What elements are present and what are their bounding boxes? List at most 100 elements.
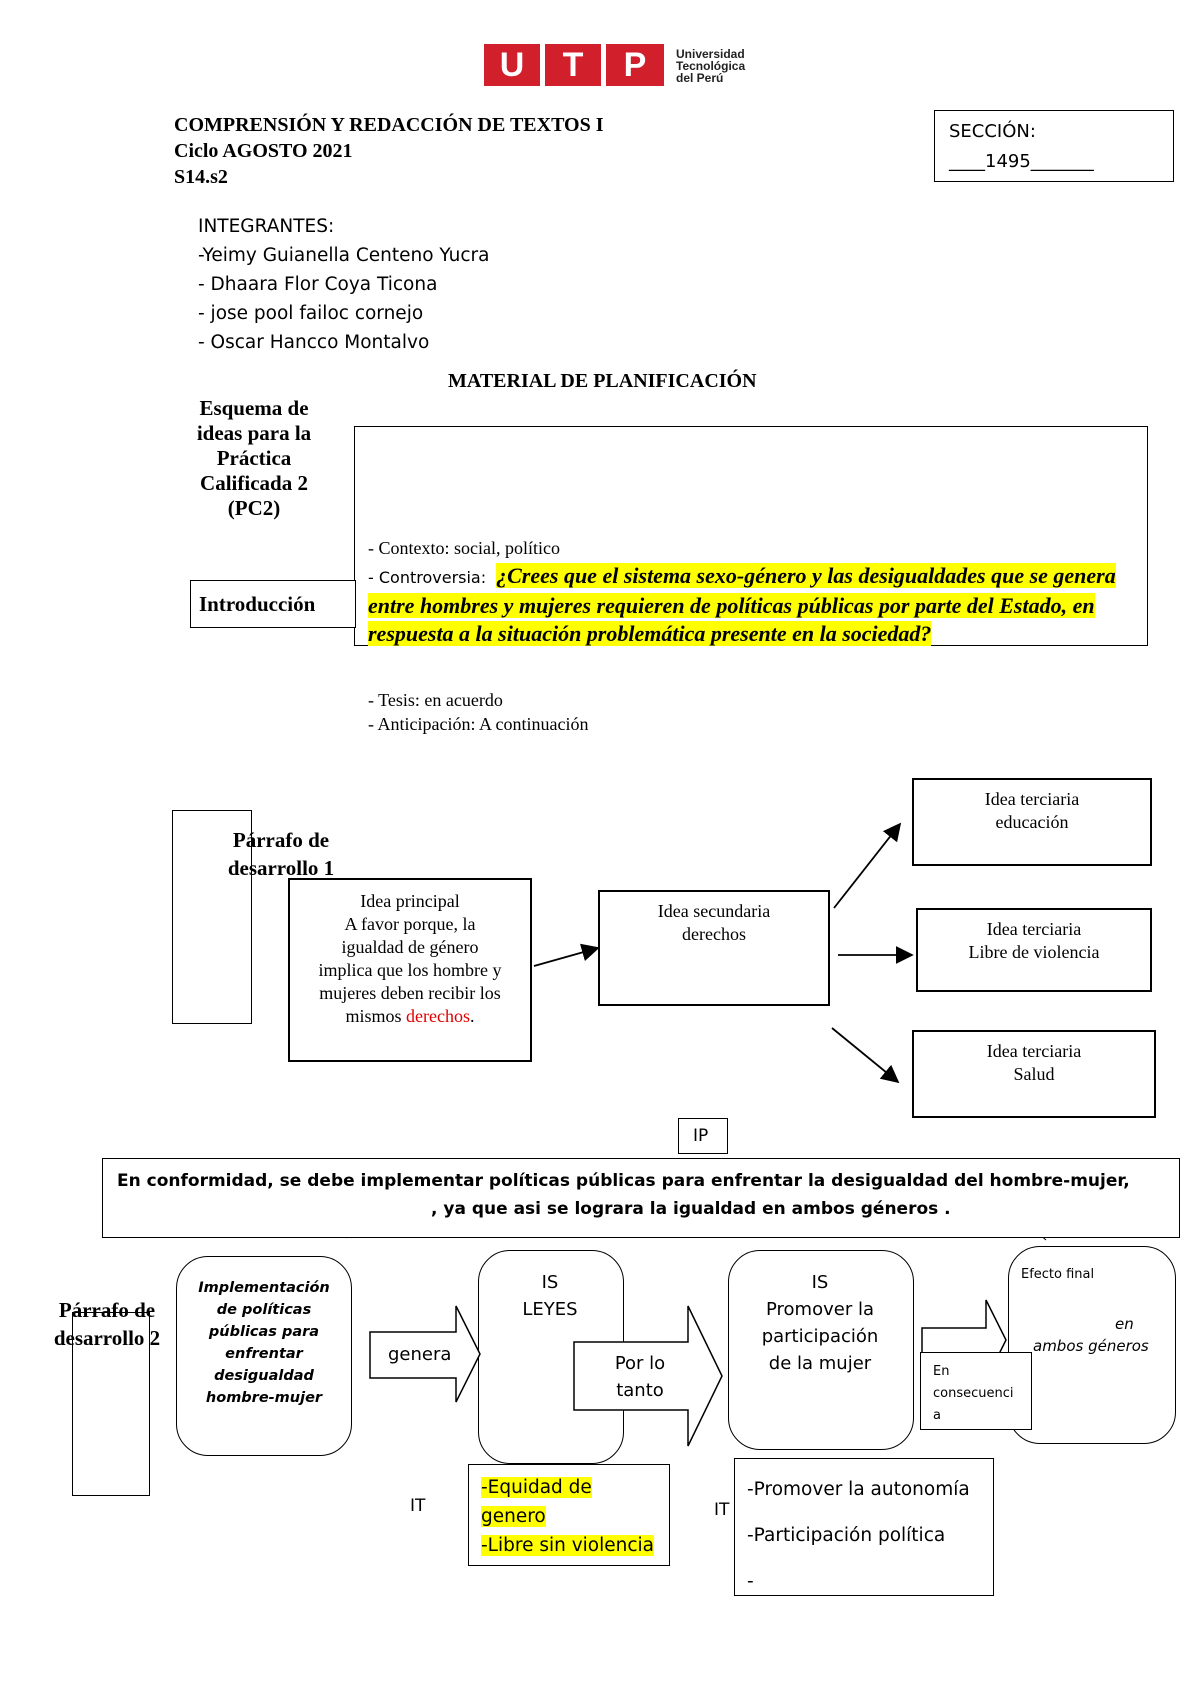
course-session: S14.s2: [174, 166, 228, 188]
is-laws-line: LEYES: [522, 1299, 578, 1320]
logo-line-1: Universidad: [676, 47, 745, 61]
is-promote-line: participación: [761, 1326, 879, 1347]
course-title: COMPRENSIÓN Y REDACCIÓN DE TEXTOS I: [174, 114, 604, 136]
intro-anticipation: - Anticipación: A continuación: [368, 714, 589, 734]
consequence-text: En consecuenci a: [933, 1361, 1014, 1427]
it-list-1: -Equidad de genero -Libre sin violencia: [481, 1473, 655, 1560]
schema-line: Calificada 2: [200, 471, 308, 495]
course-header: COMPRENSIÓN Y REDACCIÓN DE TEXTOS I Cicl…: [174, 112, 604, 190]
it-item-text: genero: [481, 1506, 546, 1527]
it-item: -Participación política: [747, 1525, 946, 1546]
schema-line: Esquema de: [199, 396, 309, 420]
logo-line-2: Tecnológica: [676, 59, 746, 73]
is-laws-text: IS LEYES: [479, 1269, 621, 1323]
schema-line: ideas para la: [196, 421, 312, 445]
tertiary-idea-value: Salud: [1013, 1064, 1055, 1084]
ip-label: IP: [693, 1126, 709, 1146]
arrow-to-tertiary-3: [831, 1027, 900, 1084]
implementation-line: desigualdad: [214, 1368, 314, 1384]
p1-label-line: Párrafo de: [232, 828, 330, 852]
p1-label-line: desarrollo 1: [227, 856, 335, 880]
tertiary-idea-box: Idea terciaria Salud: [912, 1030, 1156, 1118]
consequence-box: En consecuenci a: [920, 1352, 1032, 1430]
implementation-line: públicas para: [208, 1324, 320, 1340]
intro-thesis: - Tesis: en acuerdo: [368, 690, 503, 710]
main-idea-title: Idea principal: [360, 891, 460, 911]
tertiary-idea-title: Idea terciaria: [986, 919, 1082, 939]
intro-context: - Contexto: social, político: [368, 538, 560, 558]
members: INTEGRANTES: -Yeimy Guianella Centeno Yu…: [198, 212, 489, 357]
p2-main-idea-box: En conformidad, se debe implementar polí…: [102, 1158, 1180, 1238]
controversy-label: - Controversia:: [368, 568, 487, 587]
section-label: SECCIÓN:: [949, 121, 1036, 142]
arrow-main-to-secondary: [533, 943, 600, 967]
consequence-line: consecuenci: [933, 1386, 1014, 1401]
p2-label-box: [72, 1312, 150, 1496]
p2-label: Párrafo de desarrollo 2: [40, 1296, 174, 1352]
intro-label: Introducción: [199, 592, 316, 616]
logo-line-3: del Perú: [676, 71, 724, 85]
it-list-box-2: -Promover la autonomía -Participación po…: [734, 1458, 994, 1596]
main-idea-line: mujeres deben recibir los: [319, 983, 501, 1003]
p1-label-box: [172, 810, 252, 1024]
main-idea-line: igualdad de género: [341, 937, 479, 957]
is-promote-line: de la mujer: [768, 1353, 872, 1374]
ip-label-box: IP: [678, 1118, 728, 1154]
schema-line: Práctica: [216, 446, 292, 470]
arrow-portanto-label: Por lo tanto: [596, 1350, 684, 1404]
logo-block-u: U: [484, 44, 540, 86]
main-idea-box: Idea principal A favor porque, la iguald…: [288, 878, 532, 1062]
main-idea-last-suffix: .: [469, 1006, 475, 1026]
it-list-box-1: -Equidad de genero -Libre sin violencia: [468, 1464, 670, 1566]
intro-label-box: Introducción: [190, 580, 356, 628]
main-idea-last-line: mismos derechos.: [290, 1005, 530, 1028]
tertiary-idea-value: educación: [995, 812, 1069, 832]
tertiary-idea-box: Idea terciaria Libre de violencia: [916, 908, 1152, 992]
tertiary-idea-box: Idea terciaria educación: [912, 778, 1152, 866]
implementation-line: de políticas: [216, 1302, 312, 1318]
p1-label: Párrafo de desarrollo 1: [206, 826, 356, 882]
secondary-idea-text: Idea secundaria derechos: [600, 900, 828, 946]
arrow-genera: [369, 1305, 481, 1403]
final-effect-line-1: en: [1115, 1315, 1134, 1333]
arrow-to-tertiary-1: [833, 822, 902, 909]
member-name: -Yeimy Guianella Centeno Yucra: [198, 245, 490, 266]
main-idea-keyword: derechos: [406, 1006, 470, 1026]
tertiary-idea-text: Idea terciaria educación: [914, 788, 1150, 834]
final-effect-title: Efecto final: [1021, 1267, 1095, 1282]
p2-label-line: desarrollo 2: [53, 1326, 161, 1350]
tertiary-idea-text: Idea terciaria Salud: [914, 1040, 1154, 1086]
it-item: -: [747, 1571, 754, 1592]
p2-main-line-1: En conformidad, se debe implementar polí…: [117, 1171, 1130, 1191]
main-idea-last-prefix: mismos: [345, 1006, 407, 1026]
it-item: -Libre sin violencia: [481, 1531, 655, 1560]
course-cycle: Ciclo AGOSTO 2021: [174, 140, 353, 162]
it-item: -Promover la autonomía: [747, 1479, 970, 1500]
implementation-line: Implementación: [198, 1280, 330, 1296]
is-laws-line: IS: [541, 1272, 559, 1293]
member-name: - jose pool failoc cornejo: [198, 303, 424, 324]
logo-block-p: P: [606, 44, 664, 86]
member-name: - Oscar Hancco Montalvo: [198, 332, 430, 353]
members-title: INTEGRANTES:: [198, 216, 335, 237]
it-list-2: -Promover la autonomía -Participación po…: [747, 1467, 970, 1605]
logo-block-t: T: [545, 44, 601, 86]
member-name: - Dhaara Flor Coya Ticona: [198, 274, 438, 295]
tertiary-idea-value: Libre de violencia: [968, 942, 1100, 962]
schema-label: Esquema de ideas para la Práctica Califi…: [178, 396, 330, 521]
it-label-2: IT: [714, 1500, 730, 1520]
is-promote-line: IS: [811, 1272, 829, 1293]
main-idea-line: A favor porque, la: [344, 914, 476, 934]
secondary-idea-value: derechos: [682, 924, 746, 944]
portanto-line: Por lo: [614, 1353, 666, 1374]
implementation-text: Implementación de políticas públicas par…: [181, 1277, 347, 1409]
logo-text: Universidad Tecnológica del Perú: [676, 48, 745, 84]
tertiary-idea-text: Idea terciaria Libre de violencia: [918, 918, 1150, 964]
final-effect-box: Efecto final en ambos géneros: [1008, 1246, 1176, 1444]
planning-title: MATERIAL DE PLANIFICACIÓN: [448, 370, 757, 392]
p2-label-line: Párrafo de: [58, 1298, 156, 1322]
is-promote-box: IS Promover la participación de la mujer: [728, 1250, 914, 1450]
consequence-line: En: [933, 1364, 950, 1379]
